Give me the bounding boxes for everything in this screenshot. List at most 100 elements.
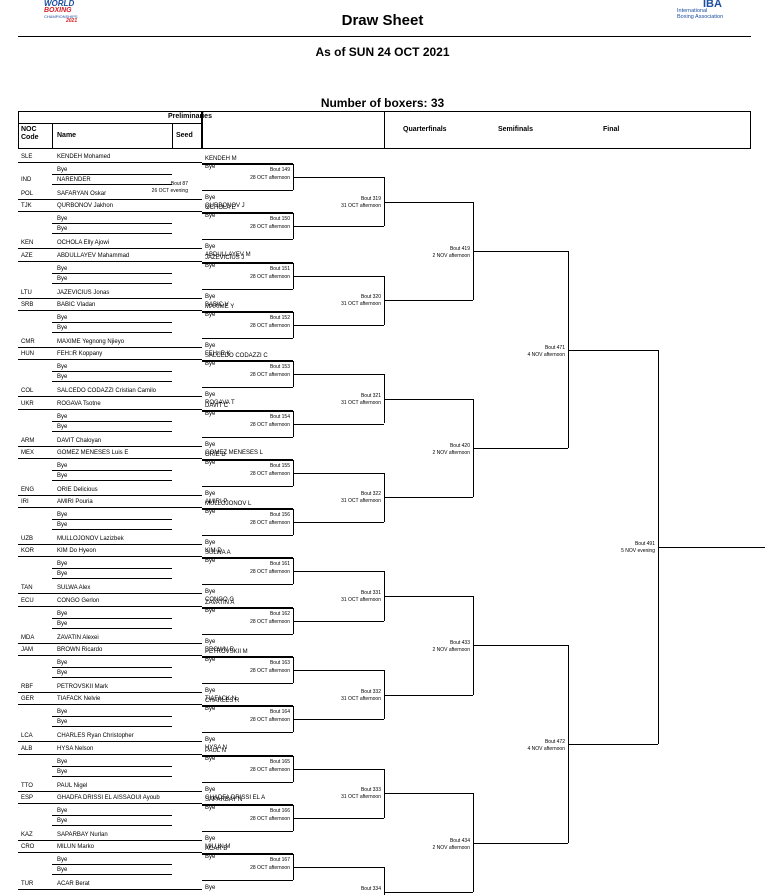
noc-code: SRB [21, 301, 34, 308]
r32-bout-number: Bout 161 [269, 561, 290, 568]
noc-code: HUN [21, 351, 34, 358]
logo-line-2: BOXING [44, 7, 72, 14]
bye-underline [52, 321, 172, 323]
r32-name-line [202, 458, 293, 460]
r32-box-bottom [202, 337, 293, 339]
r32-name-line [202, 212, 293, 214]
noc-code: GER [21, 696, 35, 703]
bye-entry: Bye [205, 410, 216, 417]
bye-underline [52, 716, 172, 718]
bye-underline [52, 469, 172, 471]
r16-line [293, 571, 384, 573]
logo-line-4: 2021 [66, 18, 78, 24]
qf-line [384, 891, 473, 893]
r16-bout-time: 31 OCT afternoon [341, 301, 381, 308]
entry-underline [18, 839, 202, 841]
r32-bout-number: Bout 156 [269, 512, 290, 519]
bye-entry: Bye [57, 620, 68, 627]
bye-underline [52, 282, 172, 284]
bye-underline [52, 479, 172, 481]
entry-underline [18, 408, 202, 410]
noc-code: POL [21, 191, 34, 197]
r32-bout-number: Bout 154 [269, 413, 290, 420]
bye-entry: Bye [57, 817, 68, 824]
boxer-name: QURBONOV Jakhon [57, 203, 114, 210]
noc-code: TJK [21, 203, 32, 210]
r16-line [293, 275, 384, 277]
bye-entry: Bye [57, 768, 68, 775]
bye-entry: Bye [205, 361, 216, 368]
qf-line [384, 793, 473, 795]
rounds-header [384, 111, 751, 149]
r32-winner-bottom: GHADFA DRISSI EL A [205, 794, 266, 801]
r32-bout-time: 28 OCT afternoon [250, 569, 290, 576]
r32-winner-bottom: HYSA N [205, 745, 228, 752]
entry-underline [18, 753, 202, 755]
r32-box-bottom [202, 584, 293, 586]
bye-entry: Bye [205, 706, 216, 713]
qf-line [384, 398, 473, 400]
noc-code: TUR [21, 881, 34, 888]
boxer-name: GOMEZ MENESES Luis E [57, 449, 129, 456]
r32-winner-bottom: AMIRI P [205, 498, 228, 505]
r32-bout-number: Bout 164 [269, 709, 290, 716]
entry-underline [18, 457, 202, 459]
bye-entry: Bye [205, 441, 216, 448]
r32-winner-bottom: TIAFACK N [205, 696, 237, 702]
bye-underline [52, 371, 172, 373]
bye-entry: Bye [57, 719, 68, 726]
r16-bout-number: Bout 320 [360, 294, 381, 301]
iba-logo-line-2: Boxing Association [677, 14, 724, 20]
bye-entry: Bye [205, 213, 216, 220]
r32-box-top [202, 755, 293, 757]
noc-code: ALB [21, 745, 33, 752]
r32-name-line [202, 754, 293, 756]
bye-underline [52, 824, 172, 826]
bye-underline [52, 765, 172, 767]
preliminaries-header [18, 111, 202, 149]
r32-bout-number: Bout 153 [269, 364, 290, 371]
bye-underline [52, 529, 172, 531]
r32-box-top [202, 311, 293, 313]
r16-bout-number: Bout 321 [360, 392, 381, 399]
r32-bout-time: 28 OCT afternoon [250, 668, 290, 674]
bye-entry: Bye [205, 558, 216, 565]
qf-line [384, 300, 473, 302]
r32-box-top [202, 361, 293, 363]
bye-underline [52, 677, 172, 678]
r32-box-top [202, 164, 293, 165]
r16-line [293, 867, 384, 869]
sf-bout-time: 4 NOV afternoon [527, 745, 565, 752]
r16-bout-number: Bout 333 [360, 787, 381, 794]
noc-code: RBF [21, 684, 33, 690]
bye-entry: Bye [205, 311, 216, 318]
bye-entry: Bye [205, 638, 216, 645]
bye-entry: Bye [57, 216, 68, 223]
header-rule [18, 36, 751, 37]
boxer-name: TIAFACK Nelvie [57, 696, 101, 703]
r32-box-bottom [202, 535, 293, 537]
entry-underline [18, 260, 202, 262]
bye-entry: Bye [205, 657, 216, 663]
seed-header: Seed [176, 132, 193, 139]
r32-box-bottom [202, 387, 293, 389]
r16-bout-time: 31 OCT afternoon [341, 794, 381, 801]
boxer-name: DAVIT Chaloyan [57, 437, 102, 444]
r16-line [293, 620, 384, 622]
iba-logo-line-1: International [677, 8, 708, 14]
boxer-name: JAZEVICIUS Jonas [57, 289, 110, 296]
boxer-name: ZAVATIN Alexei [57, 634, 99, 641]
r32-box-top [202, 706, 293, 708]
bye-entry: Bye [205, 688, 216, 694]
r32-winner-top: CHARLES R [205, 698, 240, 705]
bye-underline [52, 184, 172, 185]
bye-entry: Bye [57, 413, 68, 420]
r32-bout-time: 28 OCT afternoon [250, 224, 290, 231]
r32-box-bottom [202, 732, 293, 734]
bye-entry: Bye [57, 364, 68, 371]
r32-name-line [202, 853, 293, 855]
noc-code: MEX [21, 449, 35, 456]
boxer-name: GHADFA DRISSI EL AISSAOUI Ayoub [57, 794, 160, 801]
noc-code: ESP [21, 794, 34, 801]
r32-winner-top: KENDEH M [205, 156, 237, 162]
